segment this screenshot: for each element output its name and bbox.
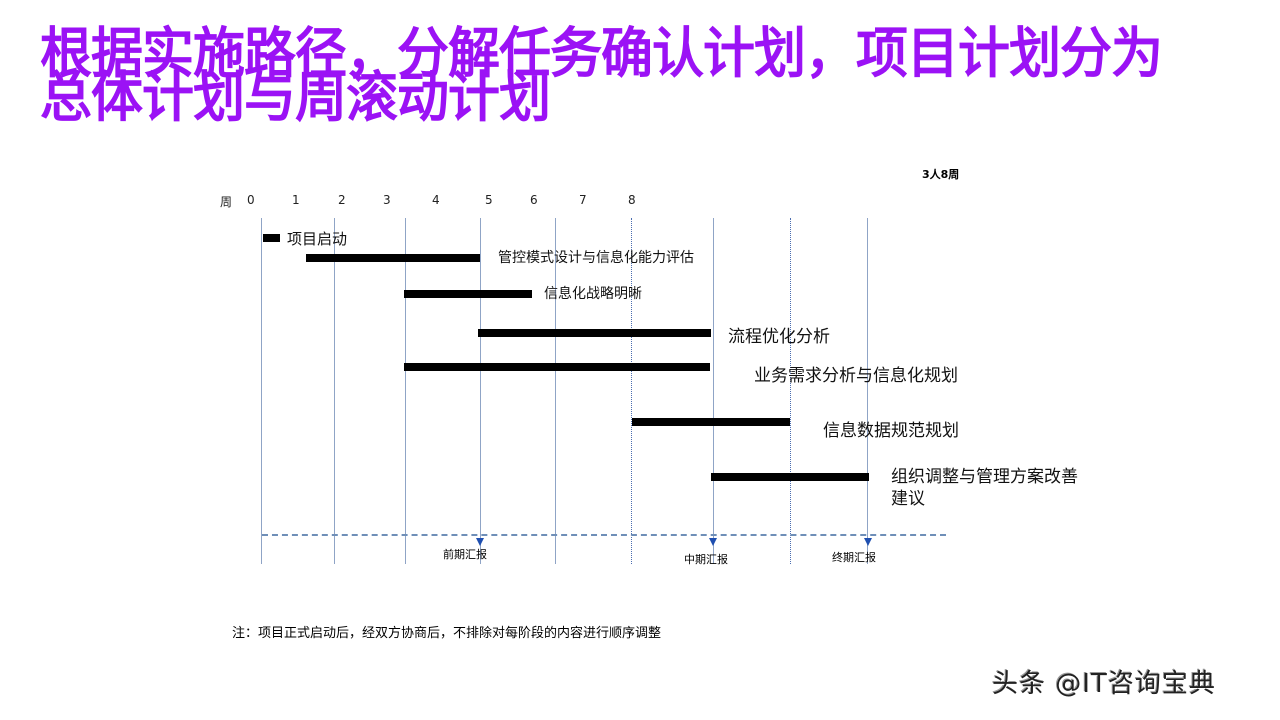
task-bar <box>632 418 790 426</box>
page-title: 根据实施路径，分解任务确认计划，项目计划分为 总体计划与周滚动计划 <box>40 22 1240 130</box>
watermark: 头条 @IT咨询宝典 <box>992 669 1216 699</box>
gridline <box>631 218 632 564</box>
milestone-arrow-icon <box>864 538 872 546</box>
gridline <box>555 218 556 564</box>
milestone-arrow-icon <box>709 538 717 546</box>
task-bar-kickoff <box>263 234 280 242</box>
gridline <box>713 218 714 564</box>
gridline <box>867 218 868 564</box>
gridline <box>790 218 791 564</box>
tick-8: 8 <box>628 193 636 207</box>
resource-summary: 3人8周 <box>922 168 960 181</box>
milestone-label: 前期汇报 <box>443 548 487 561</box>
tick-1: 1 <box>292 193 300 207</box>
timeline-baseline <box>262 534 946 536</box>
gridline <box>261 218 262 564</box>
title-line-1: 根据实施路径，分解任务确认计划，项目计划分为 <box>40 22 1163 86</box>
task-bar <box>404 290 532 298</box>
task-label: 业务需求分析与信息化规划 <box>754 366 958 386</box>
task-label: 管控模式设计与信息化能力评估 <box>498 250 694 266</box>
tick-4: 4 <box>432 193 440 207</box>
milestone-label: 终期汇报 <box>832 551 876 564</box>
tick-7: 7 <box>579 193 587 207</box>
milestone-arrow-icon <box>476 538 484 546</box>
tick-2: 2 <box>338 193 346 207</box>
tick-6: 6 <box>530 193 538 207</box>
milestone-label: 中期汇报 <box>684 553 728 566</box>
title-line-2: 总体计划与周滚动计划 <box>40 66 551 130</box>
task-bar <box>711 473 869 481</box>
tick-0: 0 <box>247 193 255 207</box>
task-label: 组织调整与管理方案改善建议 <box>891 467 1078 509</box>
tick-3: 3 <box>383 193 391 207</box>
task-label: 信息化战略明晰 <box>544 286 642 302</box>
gridline <box>480 218 481 564</box>
task-bar <box>404 363 710 371</box>
axis-label-week: 周 <box>220 195 233 209</box>
tick-5: 5 <box>485 193 493 207</box>
task-bar <box>478 329 711 337</box>
task-bar <box>306 254 480 262</box>
task-label: 信息数据规范规划 <box>823 421 959 441</box>
gridline <box>334 218 335 564</box>
task-label: 项目启动 <box>287 230 348 248</box>
footnote: 注：项目正式启动后，经双方协商后，不排除对每阶段的内容进行顺序调整 <box>232 626 662 641</box>
task-label: 流程优化分析 <box>728 327 830 347</box>
gridline <box>405 218 406 564</box>
